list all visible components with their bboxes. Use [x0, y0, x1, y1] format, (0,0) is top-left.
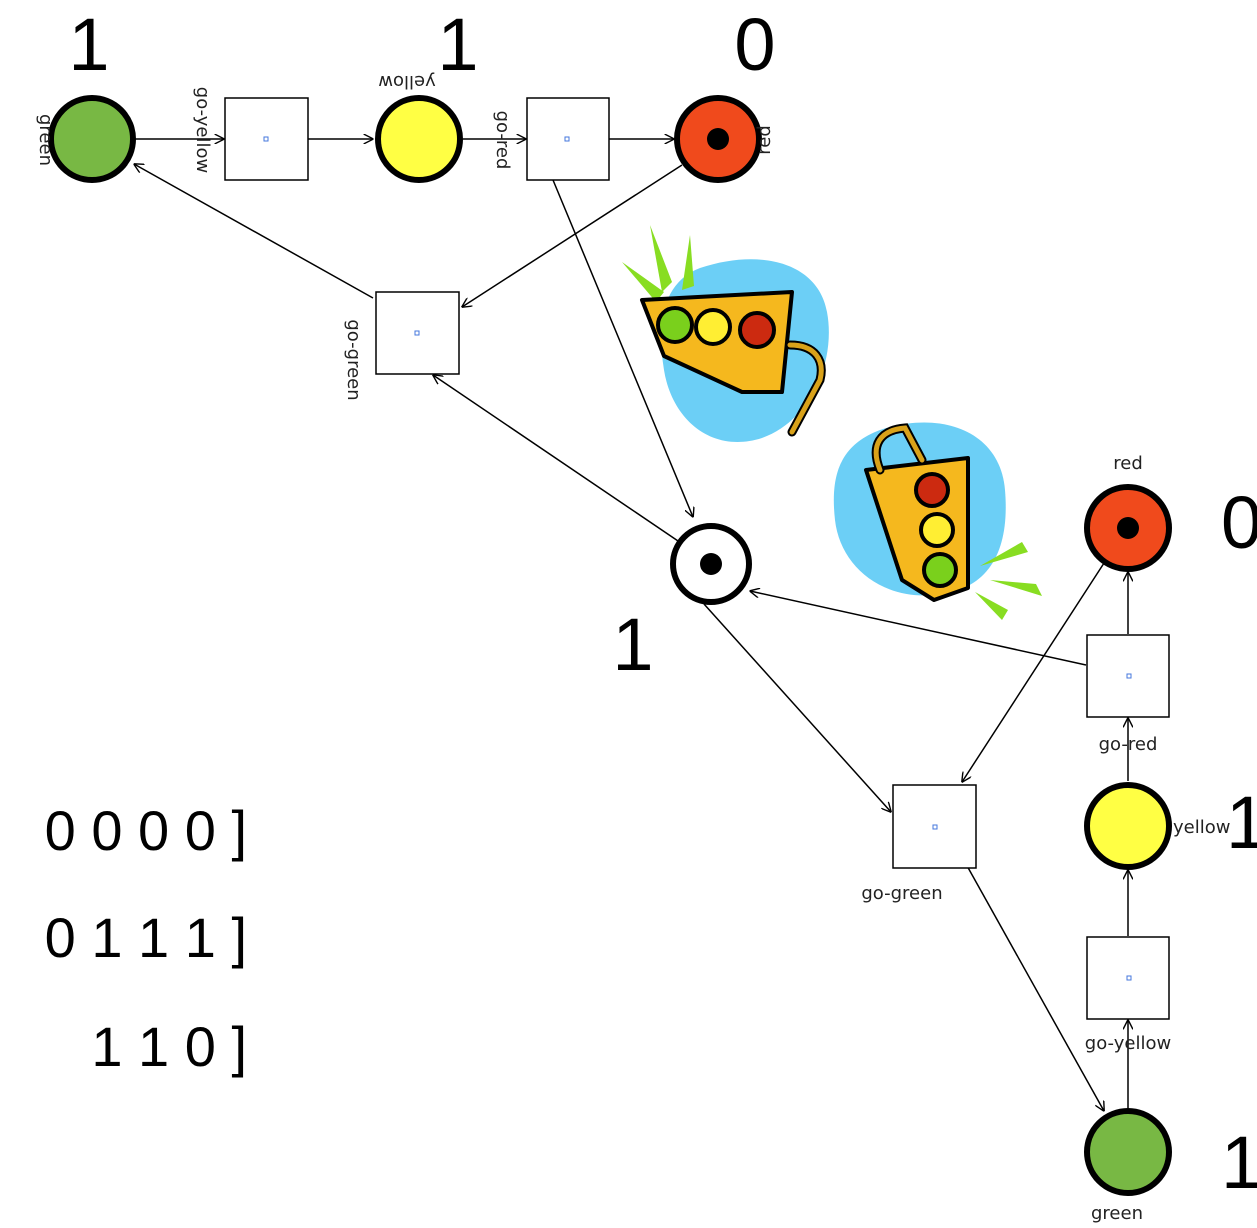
label-green-bottom: green [1091, 1203, 1143, 1224]
marking-vectors: 0 0 0 0 ] 0 1 1 1 ] 1 1 0 ] [45, 799, 247, 1078]
transition-go-red-bottom [1086, 634, 1170, 718]
vector-row-2: 0 1 1 1 ] [45, 906, 247, 969]
transition-marker [1126, 975, 1132, 981]
token-count-green-bottom: 1 [1221, 1121, 1257, 1204]
clipart-ray [975, 592, 1008, 620]
place-green-bottom [1084, 1108, 1172, 1196]
label-yellow-bottom: yellow [1173, 817, 1230, 838]
clipart-ray [980, 542, 1028, 566]
token-count-red-top: 0 [734, 3, 775, 86]
traffic-light-clipart-icon [622, 225, 829, 442]
label-go-red-top: go-red [492, 111, 513, 170]
clipart-cable [787, 342, 824, 435]
clipart-ray [990, 580, 1042, 596]
shared-place: 1 [612, 523, 752, 686]
traffic-light-clipart-icon [833, 422, 1042, 620]
arc-go-red-to-shared-bottom [750, 591, 1087, 666]
label-green-top: green [35, 114, 56, 166]
bottom-net: red go-red yellow go-green go-yellow gre… [861, 453, 1257, 1224]
token-red-bottom [1117, 517, 1139, 539]
arc-go-green-to-green-bottom [965, 863, 1104, 1111]
top-net: green yellow red go-yellow go-red go-gre… [35, 3, 776, 401]
token-count-shared: 1 [612, 603, 653, 686]
label-red-top: red [754, 125, 775, 155]
clipart-ray [682, 235, 694, 290]
token-count-red-bottom: 0 [1221, 481, 1257, 564]
clipart-lens-green [922, 552, 958, 588]
token-count-yellow-top: 1 [437, 3, 478, 86]
token-shared [700, 553, 722, 575]
clipart-lens-yellow [694, 308, 732, 346]
clipart-lens-yellow [919, 512, 955, 548]
arc-shared-to-go-green-top [433, 375, 682, 544]
clipart-ray [650, 225, 672, 292]
token-count-yellow-bottom: 1 [1226, 781, 1257, 864]
transition-go-yellow-top [224, 97, 309, 181]
clipart-lens-green [656, 306, 694, 344]
place-yellow-top [375, 95, 463, 183]
transition-go-green-bottom [892, 784, 977, 869]
transition-marker [414, 330, 420, 336]
label-go-red-bottom: go-red [1099, 734, 1158, 755]
transition-marker [564, 136, 570, 142]
transition-go-red-top [526, 97, 610, 181]
clipart-lens-red [914, 472, 950, 508]
arc-go-red-to-shared [552, 179, 693, 517]
arc-shared-to-go-green-bottom [703, 603, 891, 812]
vector-row-3: 1 1 0 ] [91, 1015, 247, 1078]
transition-marker [263, 136, 269, 142]
label-go-yellow-top: go-yellow [192, 87, 213, 173]
clipart-ray [622, 262, 664, 302]
transition-marker [932, 824, 938, 830]
token-count-green-top: 1 [68, 3, 109, 86]
clipart-lens-red [738, 311, 776, 349]
transition-marker [1126, 673, 1132, 679]
transition-go-green-top [375, 291, 460, 375]
arc-red-to-go-green-bottom [962, 559, 1107, 782]
label-yellow-top: yellow [378, 71, 435, 92]
token-red-top [707, 128, 729, 150]
arc-red-to-go-green [462, 164, 683, 307]
label-go-green-top: go-green [343, 319, 364, 400]
clipart-cable [873, 425, 925, 473]
vector-row-1: 0 0 0 0 ] [45, 799, 247, 862]
arc-go-green-to-green [134, 164, 374, 299]
label-red-bottom: red [1113, 453, 1143, 474]
place-yellow-bottom [1084, 782, 1172, 870]
label-go-yellow-bottom: go-yellow [1085, 1033, 1171, 1054]
arcs [134, 139, 1128, 1111]
transition-go-yellow-bottom [1086, 936, 1170, 1020]
label-go-green-bottom: go-green [861, 883, 942, 904]
place-green-top [48, 95, 136, 183]
